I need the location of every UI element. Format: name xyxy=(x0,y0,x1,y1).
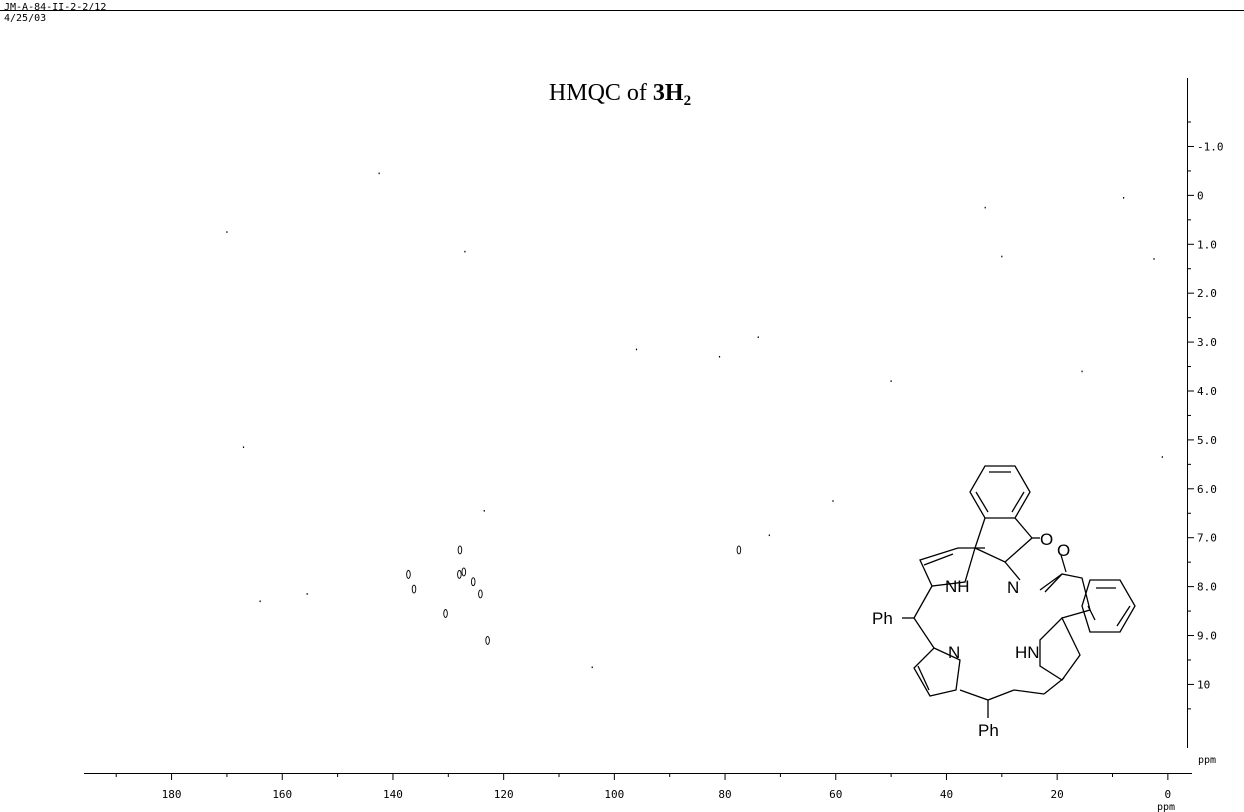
right-indanone-ring xyxy=(1044,573,1091,619)
title-subscript: 2 xyxy=(684,93,692,109)
noise-point xyxy=(464,250,466,253)
cross-peak xyxy=(461,567,467,577)
y-tick-label: 8.0 xyxy=(1197,581,1217,594)
upper-benzene-ring xyxy=(969,465,1031,519)
noise-point xyxy=(483,510,485,512)
lower-right-pyrrole xyxy=(1039,616,1081,681)
sample-id: JM-A-84-II-2-2/12 xyxy=(4,2,107,13)
cross-peak xyxy=(443,609,448,618)
noise-point xyxy=(1122,197,1125,199)
cross-peak xyxy=(478,589,483,599)
noise-point xyxy=(757,336,759,338)
y-tick-label: 9.0 xyxy=(1197,630,1217,643)
structure-labels: NH N N HN O O Ph Ph xyxy=(872,530,1070,740)
y-tick-label: -1.0 xyxy=(1197,140,1224,153)
y-tick-label: 3.0 xyxy=(1197,336,1217,349)
noise-points xyxy=(226,172,1163,669)
x-tick-label: 0 xyxy=(1165,788,1172,801)
cross-peak xyxy=(411,584,417,594)
cross-peak xyxy=(457,569,462,579)
y-tick-label: 10 xyxy=(1197,678,1210,691)
n-bottom-label: N xyxy=(948,643,960,662)
cross-peak xyxy=(485,635,490,645)
x-tick-label: 60 xyxy=(829,788,842,801)
noise-point xyxy=(768,534,770,537)
n-right-label: N xyxy=(1007,578,1019,597)
noise-point xyxy=(226,231,228,233)
o-right-label: O xyxy=(1057,541,1070,560)
cross-peak xyxy=(406,569,411,579)
acquisition-date: 4/25/03 xyxy=(4,13,47,24)
y-tick-label: 1.0 xyxy=(1197,238,1217,251)
x-tick-label: 40 xyxy=(940,788,953,801)
noise-point xyxy=(259,600,261,603)
y-tick-label: 5.0 xyxy=(1197,434,1217,447)
noise-point xyxy=(832,500,834,502)
upper-left-pyrrole xyxy=(919,547,976,587)
y-tick-label: 2.0 xyxy=(1197,287,1217,300)
hn-bottom-label: HN xyxy=(1015,643,1040,662)
chart-title: HMQC of 3H2 xyxy=(549,80,691,109)
right-benzene-ring xyxy=(1081,579,1136,633)
x-tick-label: 120 xyxy=(494,788,514,801)
y-axis-unit-label: ppm xyxy=(1198,755,1216,766)
y-tick-label: 0 xyxy=(1197,189,1204,202)
x-tick-label: 140 xyxy=(383,788,403,801)
cross-peak xyxy=(736,545,742,555)
cross-peak xyxy=(457,545,463,555)
noise-point xyxy=(1001,255,1003,258)
noise-point xyxy=(591,666,593,669)
y-tick-label: 4.0 xyxy=(1197,385,1217,398)
noise-point xyxy=(1081,370,1083,373)
y-tick-label: 6.0 xyxy=(1197,483,1217,496)
x-tick-label: 80 xyxy=(718,788,731,801)
lower-left-pyrrole xyxy=(913,647,961,697)
cross-peaks xyxy=(406,545,742,645)
o-left-label: O xyxy=(1040,530,1053,549)
y-tick-label: 7.0 xyxy=(1197,532,1217,545)
noise-point xyxy=(1161,456,1163,458)
cross-peak xyxy=(470,577,476,587)
ph-left-label: Ph xyxy=(872,609,893,628)
noise-point xyxy=(718,355,721,358)
noise-point xyxy=(242,446,245,449)
title-compound: 3H xyxy=(653,80,684,106)
noise-point xyxy=(890,380,892,383)
noise-point xyxy=(1153,258,1155,260)
x-tick-label: 100 xyxy=(604,788,624,801)
molecular-structure xyxy=(902,465,1136,718)
nh-top-label: NH xyxy=(945,577,970,596)
noise-point xyxy=(984,206,986,209)
noise-point xyxy=(378,172,380,175)
x-axis-ticks: 180 160 140 120 100 80 60 40 20 0 xyxy=(115,773,1172,801)
x-tick-label: 20 xyxy=(1051,788,1064,801)
ph-bottom-label: Ph xyxy=(978,721,999,740)
noise-point xyxy=(306,593,308,595)
x-tick-label: 180 xyxy=(162,788,182,801)
x-axis-unit-label: ppm xyxy=(1157,802,1175,812)
upper-indanone-ring xyxy=(974,517,1033,563)
noise-point xyxy=(635,348,638,351)
y-axis-ticks: -1.0 0 1.0 2.0 3.0 4.0 5.0 6.0 7.0 8.0 9.0 10 xyxy=(1187,121,1224,710)
x-tick-label: 160 xyxy=(272,788,292,801)
